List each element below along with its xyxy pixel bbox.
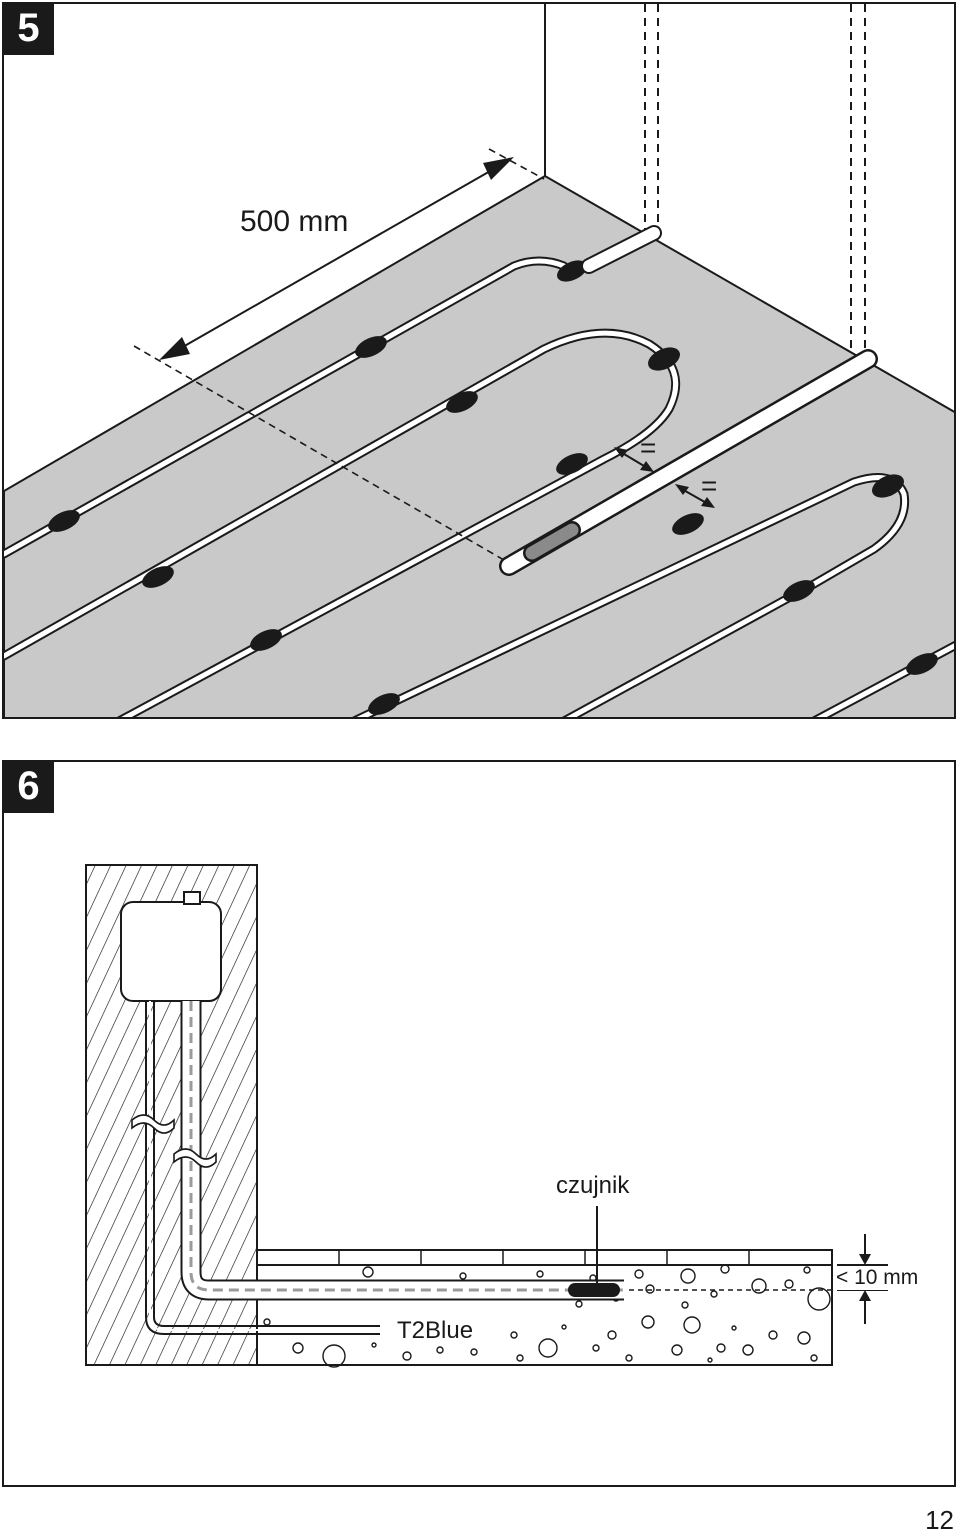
depth-label: < 10 mm — [836, 1266, 919, 1290]
equal-mark: = — [701, 470, 718, 501]
equal-spacing-arrows — [614, 447, 715, 508]
break-marks — [131, 1114, 217, 1168]
cable-label: T2Blue — [397, 1317, 474, 1344]
tile-joints — [338, 1250, 750, 1265]
sensor-installation-cross-section — [85, 864, 888, 1368]
junction-box-entry — [183, 891, 201, 905]
figure-6-panel: 6 czujnik T2Blue < 10 mm — [2, 760, 956, 1487]
heating-cable — [4, 256, 954, 717]
sensor-conduit-pipe — [499, 349, 878, 576]
figure-5-panel: 5 500 mm = = — [2, 2, 956, 719]
depth-dimension — [837, 1234, 888, 1324]
step-number-badge: 6 — [4, 762, 54, 813]
dimension-arrow — [159, 157, 514, 360]
equal-mark: = — [640, 432, 657, 463]
junction-box — [120, 901, 222, 1002]
step-number-badge: 5 — [4, 4, 54, 55]
screed-aggregate — [263, 1264, 831, 1368]
heating-cable-t2blue — [145, 1001, 380, 1335]
floor-tiles — [256, 1249, 833, 1266]
dimension-label: 500 mm — [240, 205, 349, 238]
floor-heating-layout-illustration — [4, 4, 954, 717]
dimension-reference-line-2 — [488, 148, 545, 180]
sensor-label: czujnik — [556, 1172, 630, 1199]
sensor-conduit — [180, 1001, 834, 1301]
floor-surface — [4, 174, 954, 717]
wall-conduit-dashed-lines — [644, 4, 866, 349]
floor-sensor — [568, 1283, 620, 1297]
cable-conduit-pipe — [581, 225, 662, 274]
page-number: 12 — [925, 1505, 954, 1535]
cable-clips — [48, 260, 938, 715]
